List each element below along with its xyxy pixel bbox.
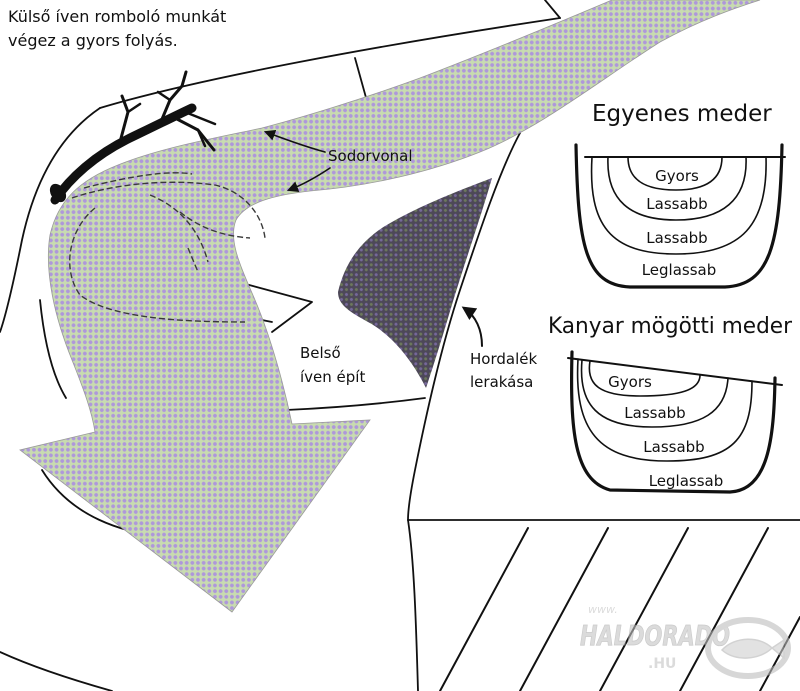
tree-branch	[158, 70, 188, 126]
fallen-tree	[49, 70, 217, 205]
hatching	[439, 527, 800, 691]
sodorvonal-label: Sodorvonal	[328, 147, 413, 165]
dashed-flow-line	[179, 211, 251, 239]
hatch-line	[679, 527, 769, 691]
inner-bar-outline	[237, 281, 313, 333]
deposit-arrow	[461, 306, 483, 347]
zone-boundary-fast	[627, 156, 723, 191]
fast-current-arrow	[19, 0, 761, 613]
zone-boundary-slower-2	[590, 156, 767, 255]
dashed-flow-line	[83, 172, 193, 189]
hatch-line	[519, 527, 609, 691]
zone-label: Lassabb	[624, 404, 685, 422]
inner-left-curve	[39, 299, 67, 399]
tree-branch	[126, 102, 142, 114]
cross-section-title: Kanyar mögötti meder	[548, 314, 793, 339]
zone-label: Lassabb	[646, 195, 707, 213]
zone-label: Gyors	[655, 167, 699, 185]
zone-label: Lassabb	[643, 438, 704, 456]
outer-bank-top-edge	[544, 0, 561, 19]
bottom-left-curve	[0, 651, 113, 691]
channel-outline	[574, 143, 784, 289]
watermark-prefix: www.	[588, 603, 618, 616]
caption-line-2: végez a gyors folyás.	[8, 31, 178, 50]
zone-boundary-slower	[607, 156, 747, 221]
tree-branch	[156, 90, 172, 102]
deposit-label-line-2: lerakása	[470, 373, 533, 391]
watermark-name: HALDORADO	[580, 619, 730, 652]
zone-label: Leglassab	[642, 261, 717, 279]
hatch-line	[439, 527, 529, 691]
dashed-flow-line	[149, 194, 209, 263]
watermark-suffix: .HU	[648, 656, 676, 672]
inner-bank-label-line-2: íven épít	[300, 368, 365, 386]
caption-line-1: Külső íven romboló munkát	[8, 7, 226, 26]
lower-bank-vertical-line	[407, 519, 419, 691]
water-surface-line	[567, 357, 783, 386]
zone-boundary-slower-2	[576, 358, 753, 462]
zone-boundary-slower	[580, 359, 729, 428]
dashed-flow-line	[69, 207, 246, 323]
zone-label: Gyors	[608, 373, 652, 391]
dashed-flow-line	[187, 247, 199, 273]
zone-label: Leglassab	[649, 472, 724, 490]
outer-bank-left-line	[0, 107, 101, 333]
sodorvonal-arrow-upper	[263, 129, 326, 153]
zone-label: Lassabb	[646, 229, 707, 247]
watermark-fish-icon	[720, 638, 785, 660]
watermark-logo: www. HALDORADO .HU	[580, 603, 791, 679]
channel-outline	[569, 350, 777, 494]
zone-boundary-fast	[588, 360, 701, 397]
tree-trunk	[50, 103, 197, 205]
inner-bank-label-line-1: Belső	[300, 344, 341, 362]
hatch-line	[599, 527, 689, 691]
deposit-label-line-1: Hordalék	[470, 350, 537, 368]
watermark-emblem-icon	[705, 617, 791, 679]
sodorvonal-arrow-lower	[286, 167, 331, 193]
cross-section-title: Egyenes meder	[592, 101, 772, 127]
right-bank-line	[407, 132, 521, 521]
tree-branch	[196, 128, 207, 148]
outer-bank-upper-line	[99, 17, 561, 109]
dashed-flow-lines	[69, 172, 266, 323]
sediment-deposit	[338, 178, 492, 388]
tree-root-end	[49, 183, 67, 203]
dashed-flow-line	[71, 181, 266, 239]
cross-section-bend: Kanyar mögötti meder Gyors Lassabb Lassa…	[548, 314, 793, 494]
tree-branch	[183, 110, 217, 126]
inner-bank-baseline	[285, 397, 426, 411]
cross-section-straight: Egyenes meder Gyors Lassabb Lassabb Legl…	[574, 101, 786, 289]
